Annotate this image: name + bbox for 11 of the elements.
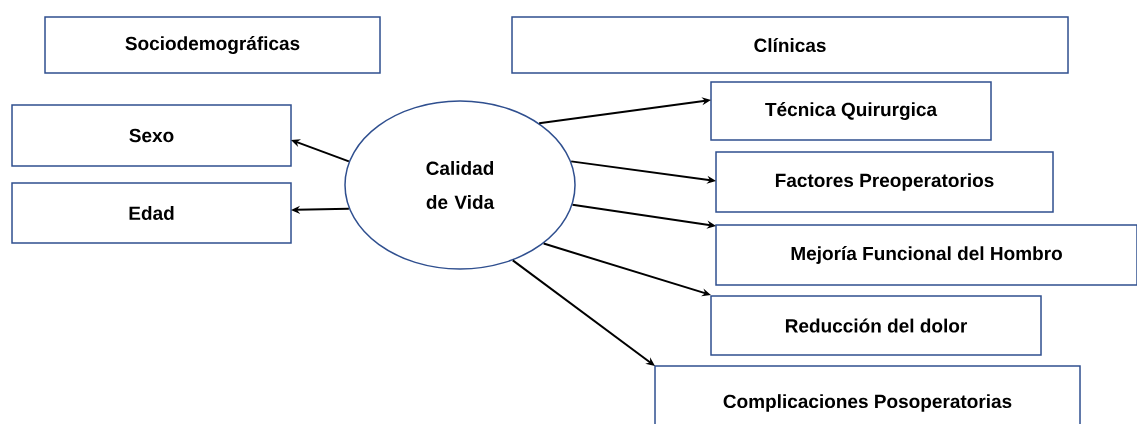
text-box: Mejoría Funcional del Hombro (715, 224, 1137, 286)
text-box: Factores Preoperatorios (715, 151, 1054, 213)
arrow (511, 259, 655, 366)
oval-node: Calidad de Vida (344, 100, 576, 270)
text-box: Sexo (11, 104, 292, 167)
text-box: Complicaciones Posoperatorias (654, 365, 1081, 424)
text-box: Edad (11, 182, 292, 244)
text-box: Clínicas (511, 16, 1069, 74)
text-box: Técnica Quirurgica (710, 81, 992, 141)
text-box: Reducción del dolor (710, 295, 1042, 356)
text-box: Sociodemográficas (44, 16, 381, 74)
